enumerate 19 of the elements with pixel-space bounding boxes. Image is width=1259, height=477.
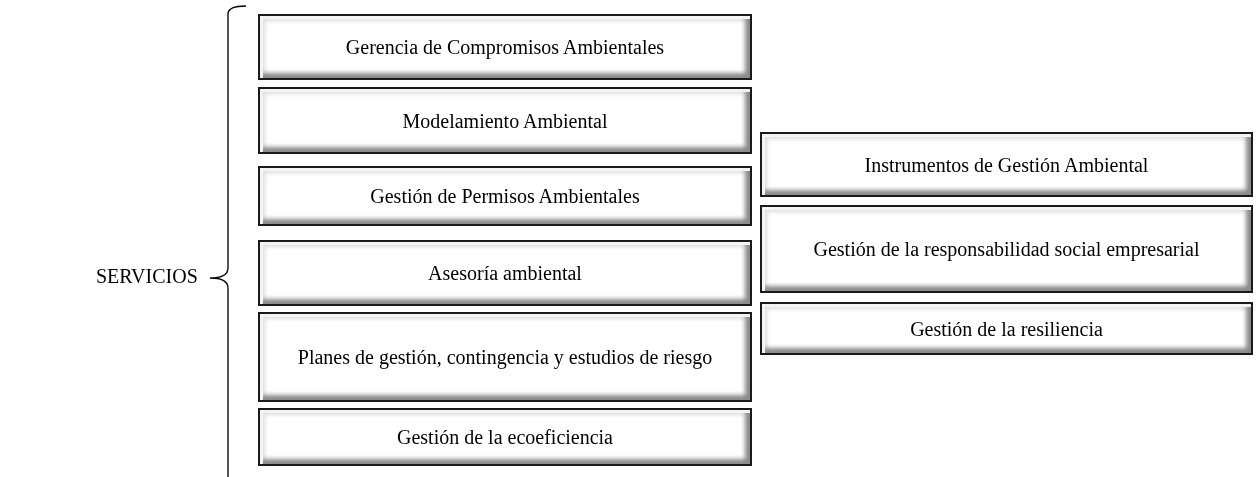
service-label: Modelamiento Ambiental [402,108,608,133]
service-label: Gestión de la responsabilidad social empresarial [813,237,1200,261]
service-label: Planes de gestión, contingencia y estudios de riesgo [297,345,713,369]
service-label: Gestión de Permisos Ambientales [370,184,640,208]
service-box [258,312,752,402]
service-box [258,14,752,80]
service-box [258,408,752,466]
group-label: SERVICIOS [96,265,198,288]
service-box [760,205,1253,293]
service-box [760,302,1253,355]
service-label: Asesoría ambiental [428,261,582,285]
service-box [258,87,752,154]
service-label: Instrumentos de Gestión Ambiental [864,152,1149,177]
service-box [760,132,1253,197]
service-label: Gestión de la resiliencia [910,316,1103,341]
service-label: Gestión de la ecoeficiencia [397,425,613,449]
service-box [258,240,752,306]
service-label: Gerencia de Compromisos Ambientales [345,35,665,59]
service-box [258,166,752,226]
